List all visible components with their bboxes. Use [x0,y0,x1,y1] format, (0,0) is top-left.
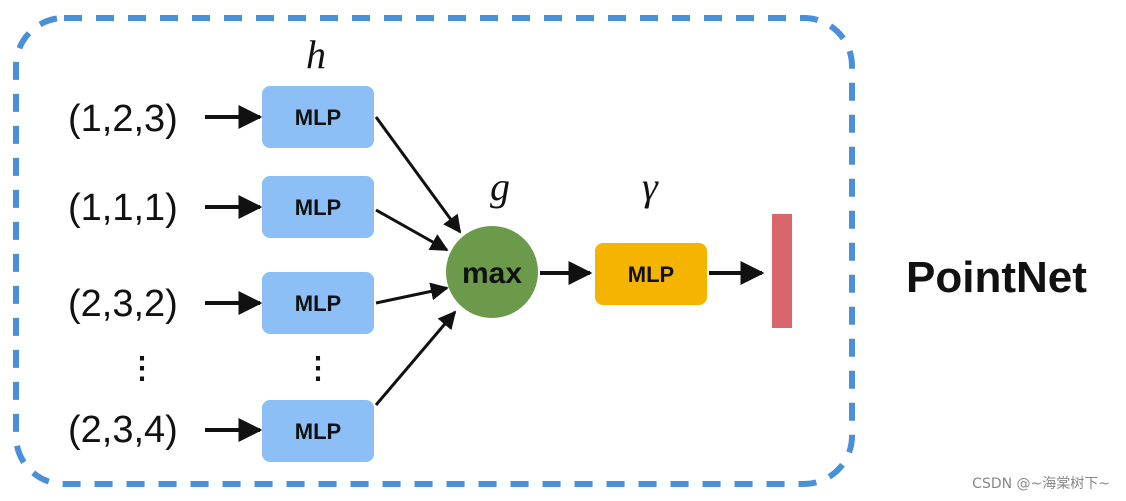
max-node [446,226,538,318]
mlp-box-1 [262,86,374,148]
input-label-2: (1,1,1) [68,187,178,229]
input-label-4: (2,3,4) [68,409,178,451]
mlp-label-4: MLP [295,419,341,444]
ellipsis-mlps: ⋮ [303,352,333,385]
mlp-to-max-arrow-4 [374,310,457,406]
mlp-to-max-arrow-1 [374,116,462,234]
mlp-label-1: MLP [295,105,341,130]
gamma-mlp-label: MLP [628,262,674,287]
mlp-label-3: MLP [295,291,341,316]
input-label-1: (1,2,3) [68,98,178,140]
diagram-title: PointNet [906,253,1087,302]
mlp-box-2 [262,176,374,238]
mlp-box-4 [262,400,374,462]
label-gamma: γ [642,164,659,209]
ellipsis-inputs: ⋮ [127,352,157,385]
input-label-3: (2,3,2) [68,283,178,325]
mlp-label-2: MLP [295,195,341,220]
gamma-mlp-box [595,243,707,305]
mlp-box-3 [262,272,374,334]
mlp-to-max-arrow-3 [375,282,449,305]
output-feature-bar [772,214,792,328]
dashed-border [13,15,855,487]
max-label: max [462,257,522,290]
label-g: g [490,164,510,209]
label-h: h [306,32,326,77]
watermark-text: CSDN @~海棠树下~ [972,476,1110,492]
mlp-to-max-arrow-2 [375,208,449,252]
